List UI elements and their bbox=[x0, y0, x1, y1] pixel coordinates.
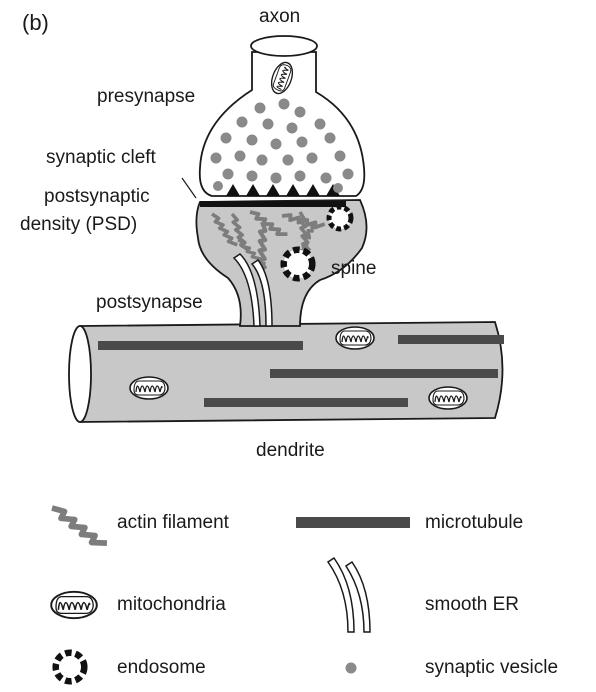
synaptic-cleft-label: synaptic cleft bbox=[46, 147, 156, 169]
presynapse-label: presynapse bbox=[97, 86, 195, 108]
legend-microtubule-icon bbox=[296, 517, 410, 528]
legend-actin-label: actin filament bbox=[117, 512, 229, 534]
postsynapse-label: postsynapse bbox=[96, 292, 203, 314]
dendrite-label: dendrite bbox=[256, 440, 325, 462]
legend-vesicle-icon bbox=[346, 663, 357, 674]
spine-label: spine bbox=[331, 258, 376, 280]
legend-mitochondria-icon bbox=[51, 592, 97, 618]
legend-mitochondria-label: mitochondria bbox=[117, 594, 226, 616]
psd-label-line2: density (PSD) bbox=[20, 214, 137, 236]
legend-endosome-label: endosome bbox=[117, 657, 206, 679]
legend-vesicle-label: synaptic vesicle bbox=[425, 657, 558, 679]
psd-label-line1: postsynaptic bbox=[44, 186, 150, 208]
psd-band bbox=[200, 201, 346, 207]
legend-endosome-icon bbox=[56, 653, 85, 682]
legend-smooth-er-label: smooth ER bbox=[425, 594, 519, 616]
axon-label: axon bbox=[259, 6, 300, 28]
cleft-pointer bbox=[182, 178, 196, 198]
panel-label: (b) bbox=[22, 12, 49, 34]
legend-smooth-er-icon bbox=[328, 558, 370, 632]
legend-actin-icon bbox=[52, 495, 107, 556]
legend-microtubule-label: microtubule bbox=[425, 512, 523, 534]
